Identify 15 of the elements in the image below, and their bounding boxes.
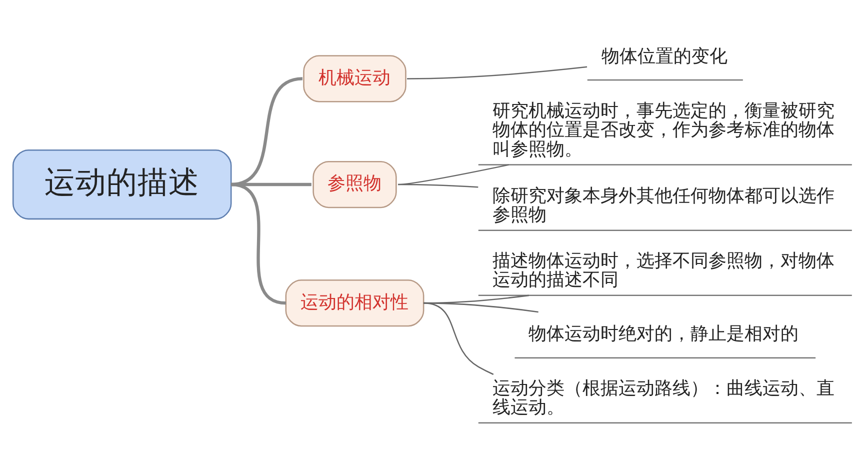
node-text: 除研究对象本身外其他任何物体都可以选作参照物 <box>492 184 834 225</box>
connector <box>230 182 286 304</box>
node-text: 运动分类（根据运动路线）：曲线运动、直线运动。 <box>492 377 834 418</box>
connector <box>407 66 588 79</box>
node-text: 物体运动时绝对的，静止是相对的 <box>528 323 799 344</box>
node-text: 物体位置的变化 <box>601 45 728 66</box>
node-box: 参照物 <box>312 160 397 208</box>
node-box: 运动的描述 <box>12 148 232 220</box>
node-text: 研究机械运动时，事先选定的，衡量被研究物体的位置是否改变，作为参考标准的物体叫参照物。 <box>492 100 834 160</box>
connector <box>398 183 478 188</box>
node-box: 机械运动 <box>303 54 406 102</box>
node-box: 运动的相对性 <box>285 279 424 326</box>
node-text: 描述物体运动时，选择不同参照物，对物体运动的描述不同 <box>492 250 834 290</box>
connector <box>424 302 494 374</box>
connector <box>398 164 509 185</box>
